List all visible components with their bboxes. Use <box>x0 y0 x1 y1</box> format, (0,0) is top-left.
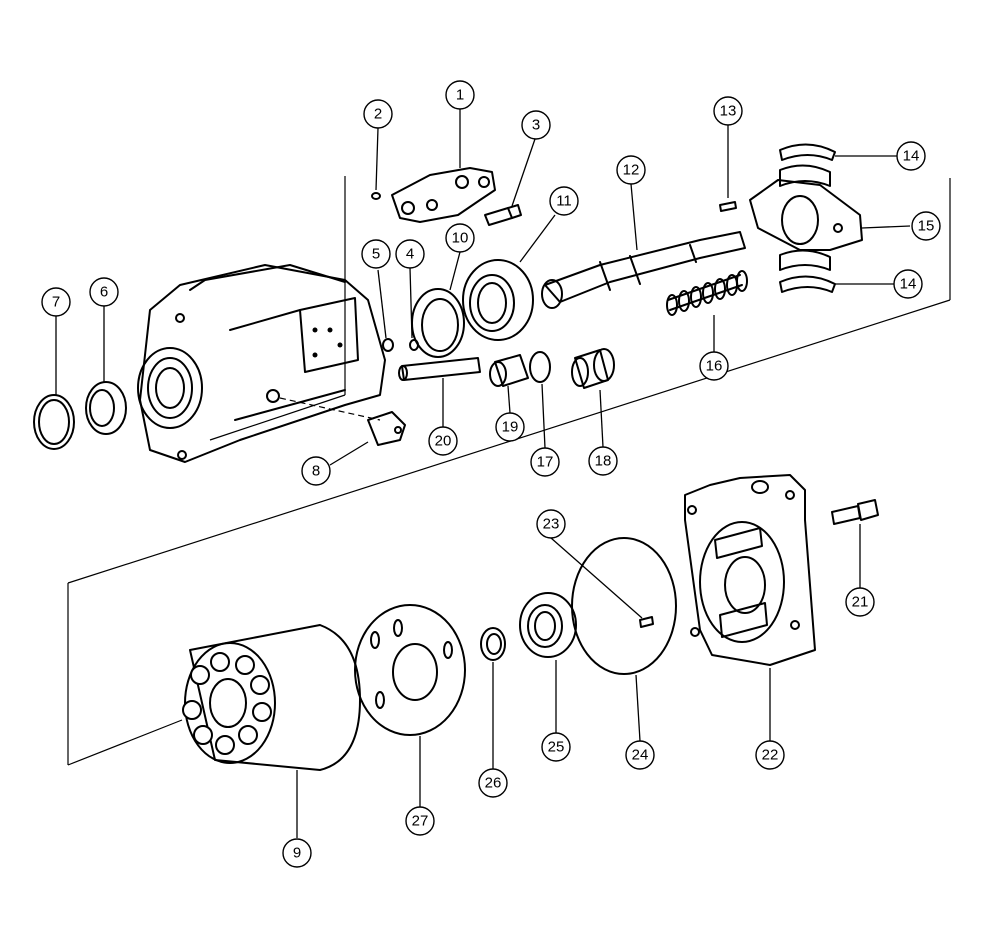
assembly-guide-line <box>279 397 381 421</box>
callout-5: 5 <box>361 239 391 269</box>
port-block-part <box>684 474 816 666</box>
callout-label: 3 <box>532 117 540 134</box>
callout-label: 13 <box>720 103 737 120</box>
callout-22: 22 <box>755 740 785 770</box>
callout-label: 12 <box>623 162 640 179</box>
callout-12: 12 <box>616 155 646 185</box>
callout-label: 15 <box>918 218 935 235</box>
callout-4: 4 <box>395 239 425 269</box>
rear-bearing-part <box>519 592 577 658</box>
valve-plate-part <box>354 604 466 736</box>
callout-9: 9 <box>282 838 312 868</box>
callout-16: 16 <box>699 351 729 381</box>
o-ring-small-part <box>371 192 381 200</box>
callout-label: 20 <box>435 433 452 450</box>
callout-label: 23 <box>543 516 560 533</box>
callout-14-lower: 14 <box>893 269 923 299</box>
callout-6: 6 <box>89 277 119 307</box>
callout-label: 5 <box>372 246 380 263</box>
pump-housing-part <box>137 264 386 463</box>
callout-21: 21 <box>845 587 875 617</box>
callout-label: 17 <box>537 454 554 471</box>
snap-ring-part <box>33 394 75 450</box>
callout-label: 24 <box>632 747 649 764</box>
callout-17: 17 <box>530 447 560 477</box>
callout-2: 2 <box>363 99 393 129</box>
callout-20: 20 <box>428 426 458 456</box>
callout-label: 2 <box>374 106 382 123</box>
control-valve-part <box>391 167 496 223</box>
callout-24: 24 <box>625 740 655 770</box>
screw-part <box>484 204 522 226</box>
bushing-part <box>489 354 529 387</box>
large-o-ring-part <box>571 537 677 675</box>
callout-label: 4 <box>406 246 414 263</box>
callout-11: 11 <box>549 186 579 216</box>
callout-label: 14 <box>903 148 920 165</box>
callout-label: 21 <box>852 594 869 611</box>
callout-label: 6 <box>100 284 108 301</box>
dowel-pin-part <box>719 201 737 212</box>
callout-label: 25 <box>548 739 565 756</box>
callout-15: 15 <box>911 211 941 241</box>
callout-label: 1 <box>456 87 464 104</box>
spring-part <box>666 270 748 316</box>
callout-label: 16 <box>706 358 723 375</box>
callout-label: 18 <box>595 453 612 470</box>
cylinder-block-part <box>182 624 361 771</box>
callout-27: 27 <box>405 806 435 836</box>
callout-19: 19 <box>495 412 525 442</box>
callout-23: 23 <box>536 509 566 539</box>
callout-label: 26 <box>485 775 502 792</box>
callout-3: 3 <box>521 110 551 140</box>
rod-part <box>398 357 481 381</box>
callout-label: 27 <box>412 813 429 830</box>
leader-lines <box>55 109 911 838</box>
callout-1: 1 <box>445 80 475 110</box>
callout-8: 8 <box>301 456 331 486</box>
callout-label: 19 <box>502 419 519 436</box>
o-ring-part <box>382 338 394 352</box>
washer-part <box>411 288 465 358</box>
callout-label: 9 <box>293 845 301 862</box>
bolt-part <box>831 499 879 525</box>
callout-26: 26 <box>478 768 508 798</box>
callout-14-upper: 14 <box>896 141 926 171</box>
half-ring-lower-part <box>779 275 836 293</box>
callout-label: 8 <box>312 463 320 480</box>
drive-shaft-part <box>541 231 746 309</box>
callout-label: 11 <box>556 193 572 210</box>
callout-label: 14 <box>900 276 917 293</box>
callout-label: 10 <box>452 230 469 247</box>
small-washer-part <box>480 627 506 661</box>
callout-25: 25 <box>541 732 571 762</box>
threaded-sleeve-part <box>571 348 615 389</box>
locating-pin-part <box>639 616 654 628</box>
plug-part <box>367 411 406 446</box>
bearing-part <box>462 259 534 341</box>
half-ring-upper-part <box>779 143 836 161</box>
callout-7: 7 <box>41 287 71 317</box>
callout-10: 10 <box>445 223 475 253</box>
shaft-seal-part <box>85 381 127 435</box>
yoke-part <box>749 164 863 271</box>
callout-label: 22 <box>762 747 779 764</box>
retaining-ring-part <box>529 351 551 383</box>
callout-18: 18 <box>588 446 618 476</box>
callout-label: 7 <box>52 294 60 311</box>
callout-13: 13 <box>713 96 743 126</box>
